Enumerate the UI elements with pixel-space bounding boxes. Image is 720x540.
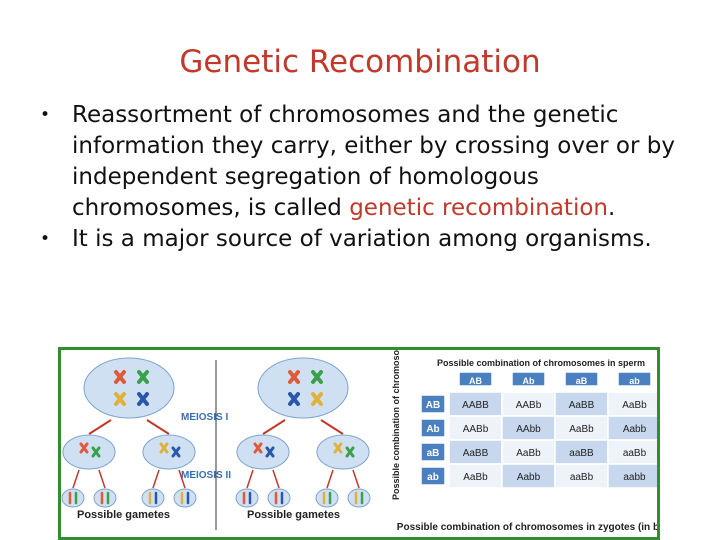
figure-svg: MEIOSIS I MEIOSIS II: [61, 350, 657, 537]
sperm-caption: Possible combination of chromosomes in s…: [437, 358, 645, 368]
punnett-cell-label: AaBb: [622, 400, 647, 411]
cell-top-left: [84, 358, 174, 418]
bullet-marker: •: [40, 224, 60, 255]
col-header-label: aB: [576, 376, 588, 386]
punnett-cell-label: Aabb: [623, 424, 647, 435]
punnett-cell-label: AaBB: [463, 448, 489, 459]
highlight-term: genetic recombination: [349, 195, 608, 221]
row-header-label: aB: [427, 448, 440, 459]
meiosis1-label: MEIOSIS I: [181, 412, 228, 423]
bullet-item: • It is a major source of variation amon…: [40, 224, 680, 255]
meiosis2-label: MEIOSIS II: [181, 470, 231, 481]
punnett-cell-label: AaBb: [463, 472, 488, 483]
col-header-label: ab: [629, 376, 640, 386]
row-header-label: Ab: [426, 424, 439, 435]
col-header-label: AB: [469, 376, 482, 386]
gametes-label-right: Possible gametes: [247, 509, 340, 521]
punnett-cell-label: AaBb: [516, 448, 541, 459]
punnett-cell-label: AAbb: [516, 424, 541, 435]
bullet-text: It is a major source of variation among …: [72, 226, 652, 252]
punnett-cell-label: aaBB: [569, 448, 594, 459]
punnett-cell-label: aaBb: [570, 472, 594, 483]
recombination-figure: MEIOSIS I MEIOSIS II: [58, 347, 660, 540]
zygotes-caption: Possible combination of chromosomes in z…: [397, 522, 657, 533]
gametes-label-left: Possible gametes: [77, 509, 170, 521]
slide-title: Genetic Recombination: [0, 44, 720, 80]
row-header-label: ab: [427, 472, 439, 483]
bullet-marker: •: [40, 100, 60, 131]
punnett-cell-label: AABB: [462, 400, 489, 411]
punnett-cell-label: aaBb: [623, 448, 647, 459]
punnett-cell-label: Aabb: [517, 472, 541, 483]
eggs-caption: Possible combination of chromosomes in e…: [391, 350, 401, 500]
cell-top-right: [258, 358, 348, 418]
punnett-cell-label: AaBB: [569, 400, 595, 411]
bullet-text-end: .: [608, 195, 615, 221]
col-header-label: Ab: [523, 376, 535, 386]
bullet-list: • Reassortment of chromosomes and the ge…: [40, 100, 680, 255]
punnett-cell-label: aabb: [623, 472, 646, 483]
row-header-label: AB: [426, 400, 440, 411]
punnett-cell-label: AaBb: [569, 424, 594, 435]
punnett-cell-label: AABb: [516, 400, 542, 411]
punnett-cell-label: AABb: [463, 424, 489, 435]
bullet-item: • Reassortment of chromosomes and the ge…: [40, 100, 680, 224]
